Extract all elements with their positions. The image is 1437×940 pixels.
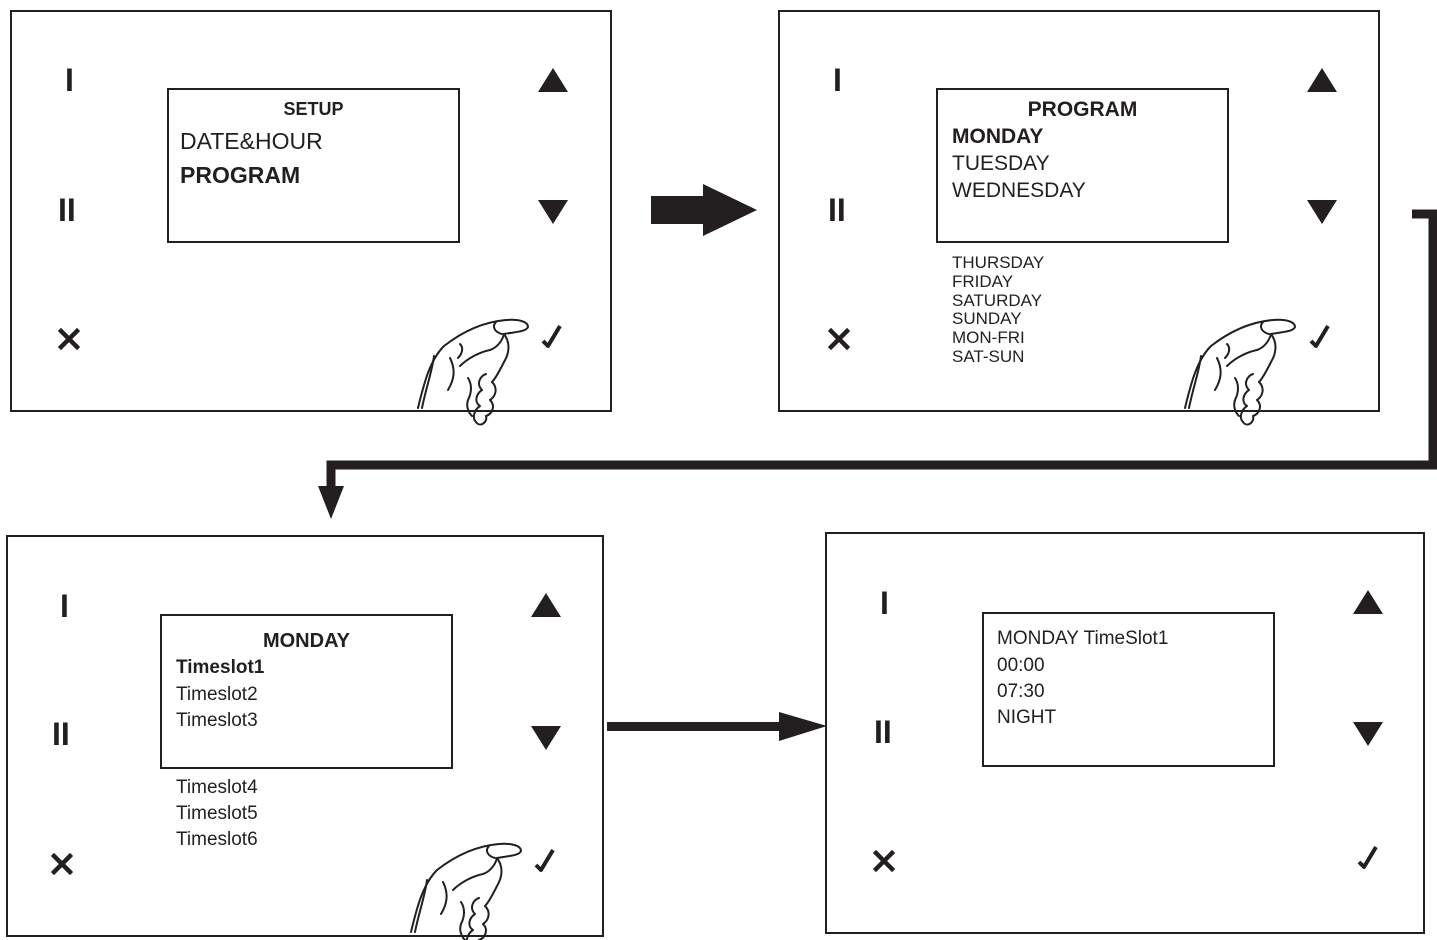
list-item-friday: FRIDAY bbox=[952, 272, 1014, 291]
flow-arrowhead-2 bbox=[318, 486, 344, 519]
screen-title: MONDAY bbox=[262, 630, 351, 652]
menu-item-program-selected[interactable]: PROGRAM bbox=[180, 162, 301, 188]
cross-icon[interactable] bbox=[58, 328, 80, 350]
button-II[interactable]: II bbox=[828, 192, 846, 228]
screen-title: PROGRAM bbox=[1027, 98, 1138, 121]
button-I[interactable]: I bbox=[65, 62, 74, 98]
button-I[interactable]: I bbox=[880, 585, 889, 621]
list-item-mon-fri: MON-FRI bbox=[952, 328, 1025, 347]
flow-arrow-3-shaft bbox=[607, 722, 787, 731]
menu-item-timeslot3[interactable]: Timeslot3 bbox=[176, 710, 258, 731]
up-triangle-icon[interactable] bbox=[1307, 68, 1337, 92]
down-triangle-icon[interactable] bbox=[1353, 722, 1383, 746]
up-triangle-icon[interactable] bbox=[531, 593, 561, 617]
flow-connector-2 bbox=[326, 209, 1437, 490]
cross-icon[interactable] bbox=[51, 853, 73, 875]
menu-item-wednesday[interactable]: WEDNESDAY bbox=[952, 179, 1086, 202]
button-I[interactable]: I bbox=[60, 588, 69, 624]
lcd-screen-monday bbox=[160, 614, 453, 769]
down-triangle-icon[interactable] bbox=[1307, 200, 1337, 224]
timeslot-start-time: 00:00 bbox=[997, 655, 1045, 676]
check-icon[interactable] bbox=[1356, 845, 1380, 871]
lcd-screen-setup bbox=[167, 88, 460, 243]
menu-item-timeslot2[interactable]: Timeslot2 bbox=[176, 684, 258, 705]
screen-title: SETUP bbox=[283, 99, 344, 119]
flow-arrow-1 bbox=[651, 184, 757, 236]
list-item-timeslot4: Timeslot4 bbox=[176, 777, 258, 798]
list-item-sunday: SUNDAY bbox=[952, 309, 1022, 328]
up-triangle-icon[interactable] bbox=[1353, 590, 1383, 614]
check-icon[interactable] bbox=[1308, 324, 1332, 350]
list-item-saturday: SATURDAY bbox=[952, 291, 1043, 310]
check-icon[interactable] bbox=[533, 848, 557, 874]
menu-item-date-hour[interactable]: DATE&HOUR bbox=[180, 128, 323, 154]
check-icon[interactable] bbox=[540, 324, 564, 350]
button-II[interactable]: II bbox=[52, 716, 70, 752]
timeslot-end-time: 07:30 bbox=[997, 681, 1045, 702]
button-II[interactable]: II bbox=[58, 192, 76, 228]
lcd-screen-program bbox=[936, 88, 1229, 243]
down-triangle-icon[interactable] bbox=[531, 726, 561, 750]
menu-item-timeslot1-selected[interactable]: Timeslot1 bbox=[176, 657, 265, 678]
hand-pressing-icon bbox=[417, 318, 529, 426]
list-item-timeslot5: Timeslot5 bbox=[176, 803, 258, 824]
up-triangle-icon[interactable] bbox=[538, 68, 568, 92]
flow-arrowhead-3 bbox=[779, 712, 827, 741]
button-I[interactable]: I bbox=[833, 62, 842, 98]
menu-item-tuesday[interactable]: TUESDAY bbox=[952, 152, 1050, 175]
down-triangle-icon[interactable] bbox=[538, 200, 568, 224]
hand-pressing-icon bbox=[410, 842, 522, 940]
cross-icon[interactable] bbox=[828, 328, 850, 350]
list-item-sat-sun: SAT-SUN bbox=[952, 347, 1025, 366]
lcd-screen-timeslot bbox=[982, 612, 1275, 767]
timeslot-mode: NIGHT bbox=[997, 707, 1057, 728]
button-II[interactable]: II bbox=[874, 714, 892, 750]
list-item-timeslot6: Timeslot6 bbox=[176, 829, 258, 850]
hand-pressing-icon bbox=[1184, 318, 1296, 426]
menu-item-monday-selected[interactable]: MONDAY bbox=[952, 125, 1044, 148]
cross-icon[interactable] bbox=[873, 850, 895, 872]
list-item-thursday: THURSDAY bbox=[952, 253, 1045, 272]
timeslot-header: MONDAY TimeSlot1 bbox=[997, 628, 1169, 649]
